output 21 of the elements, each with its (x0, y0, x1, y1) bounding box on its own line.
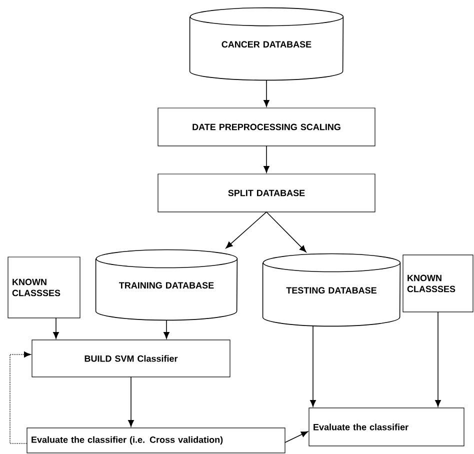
arrow (226, 212, 267, 248)
arrow (10, 352, 31, 444)
process-box: KNOWN CLASSSES (8, 256, 80, 318)
process-box: KNOWN CLASSSES (402, 254, 474, 312)
arrow (53, 318, 59, 339)
arrow (264, 146, 270, 173)
database-cylinder: TRAINING DATABASE (95, 249, 238, 321)
process-box: DATE PREPROCESSING SCALING (158, 108, 376, 146)
arrow (310, 326, 316, 407)
arrow (284, 431, 308, 443)
process-box: Evaluate the classifier (308, 408, 464, 446)
arrow (128, 376, 134, 427)
process-box: BUILD SVM Classifier (32, 340, 230, 378)
database-cylinder: CANCER DATABASE (189, 7, 344, 81)
process-box: Evaluate the classifier (i.e. Cross validation) (26, 428, 286, 454)
database-cylinder: TESTING DATABASE (262, 253, 401, 327)
arrow (435, 312, 441, 407)
arrow (164, 320, 170, 339)
process-box: SPLIT DATABASE (158, 174, 376, 212)
arrow (266, 212, 306, 252)
arrow (264, 80, 270, 107)
